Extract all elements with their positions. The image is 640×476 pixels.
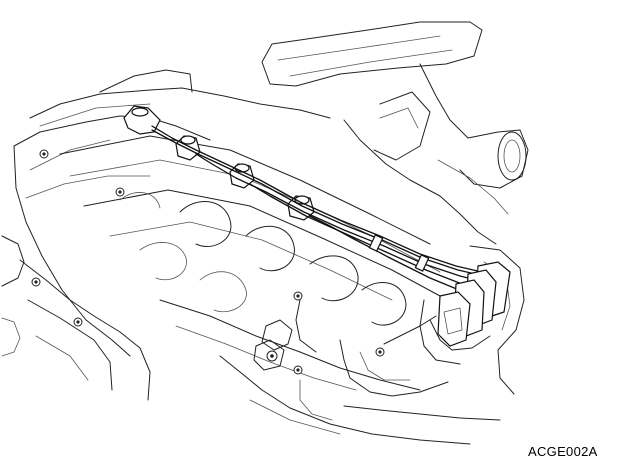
bolt-center	[76, 320, 80, 324]
figure-code: ACGE002A	[528, 444, 598, 459]
bolts	[31, 149, 385, 375]
bolt-center	[34, 280, 38, 284]
bolt-center	[296, 368, 300, 372]
plug-cap-1	[123, 105, 161, 135]
bolt-center	[270, 354, 274, 358]
plug-caps	[123, 105, 315, 221]
bolt-center	[42, 152, 46, 156]
ignition-wire-1	[151, 125, 483, 273]
bolt-center	[296, 294, 300, 298]
ignition-wires	[151, 125, 491, 299]
plug-cap-2	[175, 135, 201, 161]
bolt-center	[378, 350, 382, 354]
coil-connectors	[383, 261, 511, 351]
ignition-wire-2	[195, 153, 485, 283]
wire-clip	[414, 254, 430, 272]
bolt-center	[118, 190, 122, 194]
ignition-wire-1b	[151, 129, 485, 277]
ignition-wire-3	[249, 183, 489, 291]
coil-boot	[437, 291, 471, 347]
wire-clip	[368, 234, 384, 252]
engine-block	[1, 21, 529, 445]
